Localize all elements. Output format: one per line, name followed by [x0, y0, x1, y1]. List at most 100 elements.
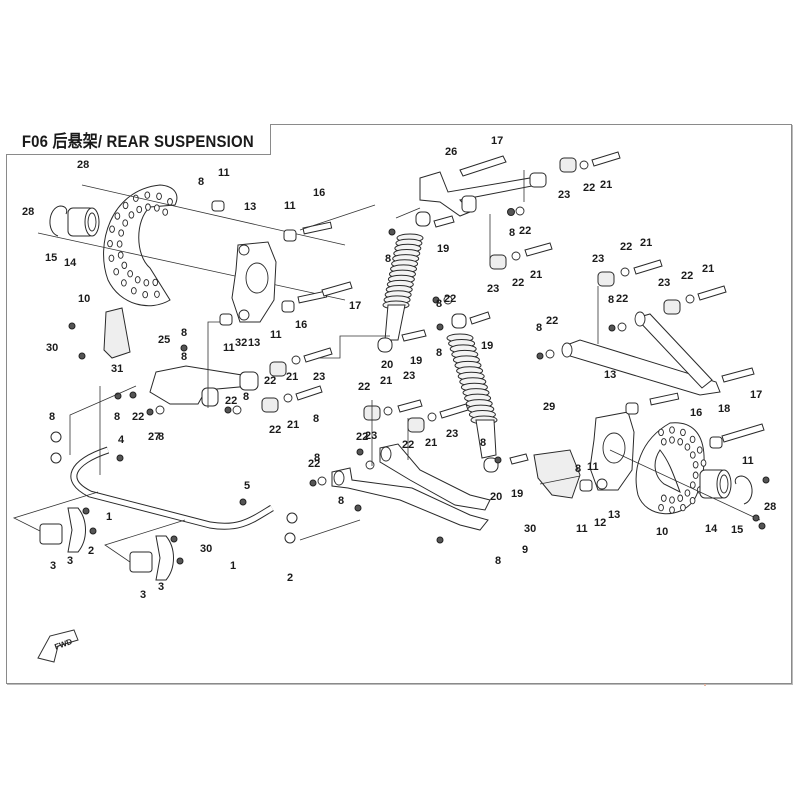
callout: 28	[22, 206, 34, 218]
disc-hole	[689, 435, 696, 444]
wheel-bearing-left	[67, 207, 100, 237]
callout: 11	[270, 329, 282, 341]
callout: 22	[225, 395, 237, 407]
callout: 15	[45, 252, 57, 264]
callout: 20	[490, 491, 502, 503]
callout: 21	[702, 263, 714, 275]
disc-hole	[113, 268, 120, 276]
callout: 22	[356, 431, 368, 443]
disc-hole	[132, 194, 139, 202]
callout: 5	[244, 480, 250, 492]
shock-absorber-right	[446, 313, 499, 473]
callout: 8	[509, 227, 515, 239]
disc-hole	[152, 278, 159, 287]
disc-hole	[660, 494, 667, 502]
callout: 22	[358, 381, 370, 393]
callout: 22	[681, 270, 693, 282]
disc-hole	[684, 489, 691, 497]
disc-hole	[669, 436, 675, 444]
callout: 23	[487, 283, 499, 295]
disc-hole	[121, 279, 127, 287]
callout: 2	[88, 545, 94, 557]
callout: 13	[604, 369, 616, 381]
disc-hole	[700, 459, 707, 467]
disc-hole	[154, 290, 160, 298]
callout: 19	[511, 488, 523, 500]
callout: 4	[118, 434, 125, 446]
callout: 22	[512, 277, 524, 289]
disc-hole	[689, 451, 696, 459]
callout: 13	[248, 337, 260, 349]
callout: 8	[49, 411, 55, 423]
disc-hole	[116, 240, 123, 248]
pin-16	[302, 221, 333, 235]
callout: 22	[546, 315, 558, 327]
link-5	[286, 512, 298, 524]
link-27	[50, 431, 62, 443]
disc-hole	[669, 506, 675, 514]
disc-hole	[109, 225, 115, 233]
callout: 14	[64, 257, 77, 269]
disc-hole	[108, 254, 115, 262]
callout: 11	[284, 200, 296, 212]
callout: 11	[223, 342, 235, 354]
callout: 22	[620, 241, 632, 253]
callout: 8	[198, 176, 204, 188]
callout: 23	[446, 428, 458, 440]
callout: 8	[385, 253, 391, 265]
callout: 8	[536, 322, 542, 334]
callout: 23	[313, 371, 325, 383]
disc-hole	[154, 204, 160, 212]
bolt-21-top	[591, 151, 621, 167]
callout: 17	[491, 135, 503, 147]
callout: 16	[313, 187, 325, 199]
callout: 21	[600, 179, 612, 191]
callout: 22	[308, 458, 320, 470]
callout: 18	[718, 403, 730, 415]
callout: 21	[286, 371, 298, 383]
disc-hole	[128, 211, 135, 219]
disc-hole	[114, 212, 121, 220]
disc-hole	[167, 198, 173, 206]
axle-leader	[37, 232, 346, 301]
callout: 12	[594, 517, 606, 529]
clamp-2a	[67, 507, 86, 553]
callout: 10	[656, 526, 668, 538]
bushing-23-top	[559, 157, 577, 173]
callout: 20	[381, 359, 393, 371]
disc-hole	[669, 426, 675, 434]
bolt-17-top	[459, 155, 507, 177]
lower-control-arm	[331, 443, 491, 531]
circlip-right	[734, 475, 753, 505]
callout: 31	[111, 363, 123, 375]
disc-hole	[145, 203, 151, 211]
right-a-arm	[561, 311, 721, 396]
disc-hole	[658, 428, 664, 437]
callout: 30	[524, 523, 536, 535]
disc-hole	[162, 208, 169, 216]
callout: 23	[592, 253, 604, 265]
callout: 21	[380, 375, 392, 387]
callout: 8	[608, 294, 614, 306]
circlip-left	[49, 205, 68, 237]
disc-hole	[121, 261, 128, 269]
callout: 11	[587, 461, 599, 473]
callout: 8	[114, 411, 120, 423]
callout: 19	[410, 355, 422, 367]
callout: 8	[436, 298, 442, 310]
callout: 9	[522, 544, 528, 556]
bushing-1a	[39, 523, 63, 545]
disc-hole	[692, 461, 699, 469]
disc-hole	[107, 240, 113, 248]
callout: 28	[764, 501, 776, 513]
disc-hole	[122, 201, 129, 210]
callout: 11	[576, 523, 588, 535]
callout: 1	[230, 560, 236, 572]
diagram-title: F06 后悬架/ REAR SUSPENSION	[21, 131, 254, 151]
shock-absorber-left	[377, 211, 431, 353]
bushing-1b	[129, 551, 153, 573]
disc-hole	[680, 428, 686, 437]
callout: 32	[235, 337, 247, 349]
callout: 14	[705, 523, 718, 535]
callout: 2	[287, 572, 293, 584]
